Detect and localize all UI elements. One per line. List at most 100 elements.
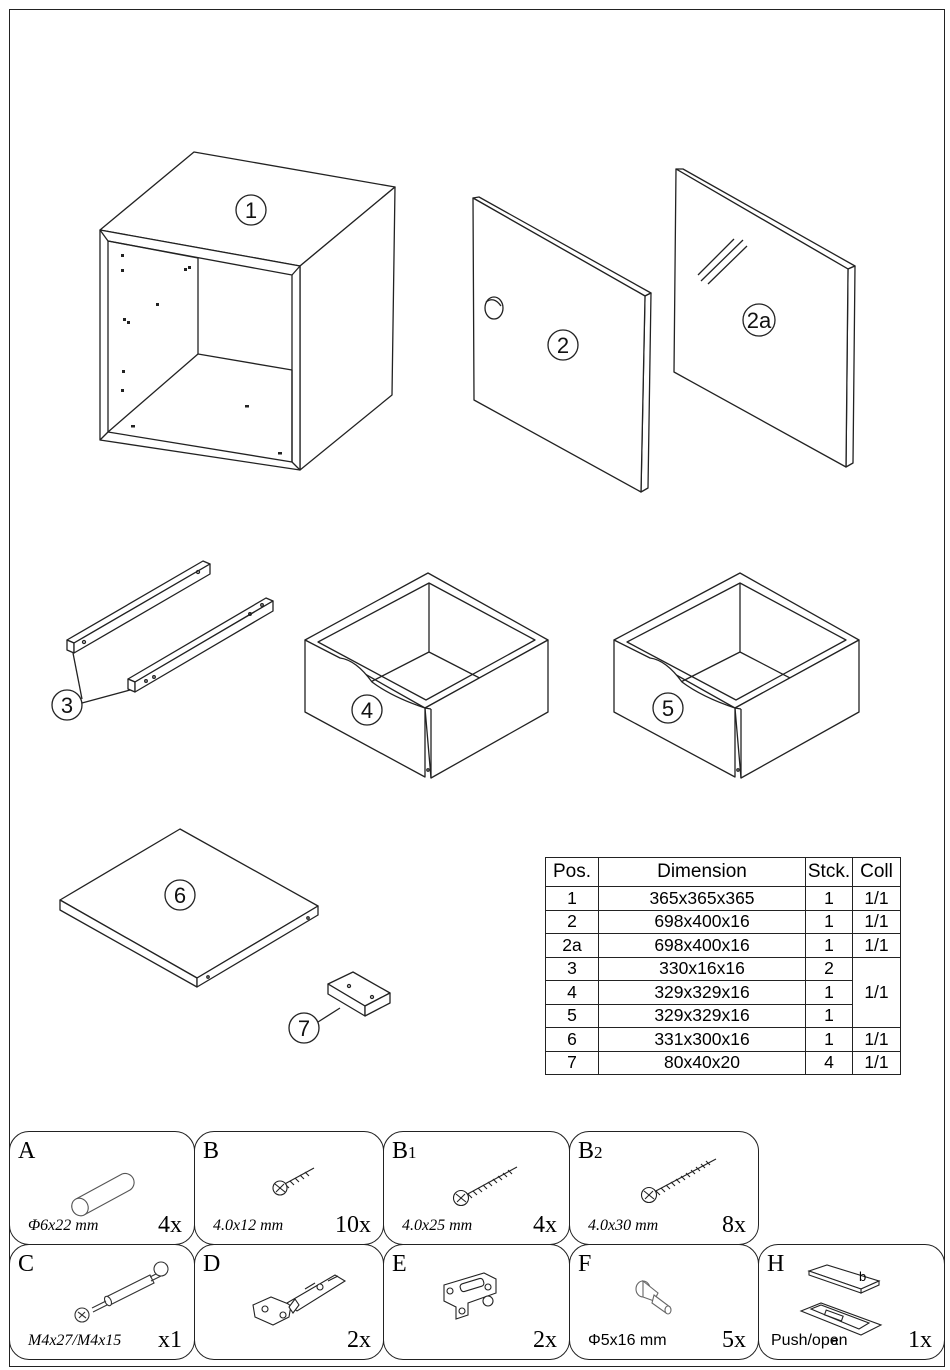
hardware-box-h: H b a Push/open 1x	[758, 1244, 945, 1360]
cell-coll: 1/1	[852, 933, 901, 958]
hardware-size: Push/open	[771, 1332, 848, 1349]
callout-5: 5	[662, 696, 674, 721]
col-header-stck: Stck.	[805, 857, 853, 887]
cell-pos: 5	[545, 1003, 599, 1028]
table-row: 3 330x16x16 2 1/1	[545, 956, 901, 1028]
callout-6: 6	[174, 883, 186, 908]
cell-dimension: 329x329x16	[598, 1003, 806, 1028]
hardware-size: 4.0x12 mm	[213, 1217, 284, 1234]
table-row: 2a 698x400x16 1 1/1	[545, 933, 901, 958]
cell-stck: 1	[805, 980, 853, 1005]
cell-stck: 1	[805, 886, 853, 911]
cell-pos: 2a	[545, 933, 599, 958]
col-header-dimension: Dimension	[598, 857, 806, 887]
page-border	[9, 9, 945, 1367]
callout-2a: 2a	[747, 308, 772, 333]
hardware-qty: x1	[158, 1327, 182, 1353]
hardware-qty: 2x	[533, 1327, 557, 1353]
hardware-box-a: A Φ6x22 mm 4x	[9, 1131, 195, 1245]
drawer-box-4	[304, 572, 549, 779]
connector-bolt-icon	[74, 1261, 169, 1323]
col-header-coll: Coll	[852, 857, 901, 887]
hardware-letter: F	[578, 1251, 592, 1277]
latch-part-a-label: a	[831, 1333, 839, 1348]
cell-pos: 6	[545, 1027, 599, 1052]
hardware-letter: E	[392, 1251, 407, 1277]
cell-coll-merged: 1/1	[852, 956, 901, 1028]
cell-pos: 2	[545, 909, 599, 934]
hardware-size: Φ6x22 mm	[28, 1217, 99, 1234]
cell-coll: 1/1	[852, 1027, 901, 1052]
hardware-box-b1: B1 4.0x25 mm 4x	[383, 1131, 570, 1245]
hardware-qty: 4x	[158, 1212, 182, 1238]
drawer-rails	[66, 560, 274, 704]
table-row: 1 365x365x365 1 1/1	[545, 886, 901, 911]
table-row: 2 698x400x16 1 1/1	[545, 909, 901, 934]
callout-2: 2	[557, 333, 569, 358]
hardware-qty: 1x	[908, 1327, 932, 1353]
cell-stck: 2	[805, 956, 853, 981]
cell-coll: 1/1	[852, 1050, 901, 1075]
hardware-letter: H	[767, 1251, 785, 1277]
hardware-box-b2: B2 4.0x30 mm 8x	[569, 1131, 759, 1245]
table-header-row: Pos. Dimension Stck. Coll	[545, 857, 901, 887]
hardware-letter: C	[18, 1251, 35, 1277]
callout-circles	[51, 194, 776, 1044]
hardware-size: 4.0x30 mm	[588, 1217, 659, 1234]
hardware-letter: B	[203, 1138, 220, 1164]
hardware-qty: 8x	[722, 1212, 746, 1238]
table-row: 6 331x300x16 1 1/1	[545, 1027, 901, 1052]
screw-icon	[272, 1167, 315, 1196]
cell-pos: 3	[545, 956, 599, 981]
hardware-qty: 5x	[722, 1327, 746, 1353]
callout-1: 1	[245, 198, 257, 223]
hardware-box-c: C M4x27/M4x15 x1	[9, 1244, 195, 1360]
mounting-plate-icon	[443, 1272, 497, 1320]
hardware-letter: D	[203, 1251, 221, 1277]
cell-stck: 1	[805, 1027, 853, 1052]
cell-pos: 7	[545, 1050, 599, 1075]
cell-coll: 1/1	[852, 886, 901, 911]
cell-stck: 1	[805, 1003, 853, 1028]
table-row: 7 80x40x20 4 1/1	[545, 1050, 901, 1075]
cell-coll: 1/1	[852, 909, 901, 934]
cell-dimension: 331x300x16	[598, 1027, 806, 1052]
cabinet-carcass	[99, 151, 396, 471]
glass-door-panel	[673, 168, 856, 468]
hardware-qty: 10x	[335, 1212, 371, 1238]
spacer-block	[317, 971, 391, 1023]
latch-part-b-label: b	[859, 1269, 867, 1284]
cell-dimension: 365x365x365	[598, 886, 806, 911]
cell-dimension: 698x400x16	[598, 933, 806, 958]
hinge-icon	[252, 1274, 347, 1326]
cell-stck: 1	[805, 933, 853, 958]
table-row: 5 329x329x16 1	[545, 1003, 901, 1028]
hardware-box-e: E 2x	[383, 1244, 570, 1360]
hardware-qty: 4x	[533, 1212, 557, 1238]
shelf-pin-icon	[635, 1279, 672, 1315]
parts-table: Pos. Dimension Stck. Coll 1 365x365x365 …	[545, 857, 901, 1075]
hardware-letter: B2	[578, 1138, 603, 1164]
shelf-panel	[59, 828, 319, 988]
hardware-letter: B1	[392, 1138, 417, 1164]
hardware-size: M4x27/M4x15	[28, 1332, 122, 1349]
hardware-box-d: D 2x	[194, 1244, 384, 1360]
hardware-box-b: B 4.0x12 mm 10x	[194, 1131, 384, 1245]
col-header-pos: Pos.	[545, 857, 599, 887]
callout-4: 4	[361, 698, 373, 723]
cell-dimension: 698x400x16	[598, 909, 806, 934]
cell-pos: 4	[545, 980, 599, 1005]
cell-stck: 4	[805, 1050, 853, 1075]
hardware-size: 4.0x25 mm	[402, 1217, 473, 1234]
drawer-box-5	[613, 572, 860, 779]
callout-3: 3	[61, 693, 73, 718]
cell-dimension: 329x329x16	[598, 980, 806, 1005]
hardware-size: Φ5x16 mm	[588, 1332, 667, 1349]
hardware-letter: A	[18, 1138, 36, 1164]
dowel-icon	[71, 1172, 135, 1217]
cell-pos: 1	[545, 886, 599, 911]
callout-7: 7	[298, 1016, 310, 1041]
cell-stck: 1	[805, 909, 853, 934]
cell-dimension: 80x40x20	[598, 1050, 806, 1075]
